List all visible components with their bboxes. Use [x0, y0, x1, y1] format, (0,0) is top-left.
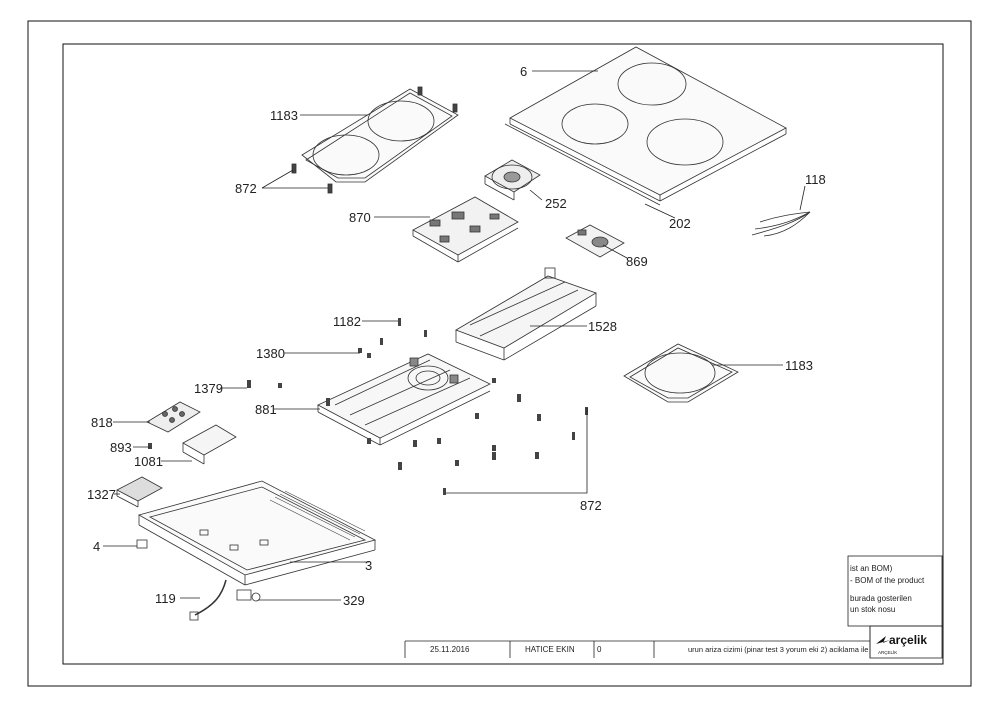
part-label: 1380: [256, 346, 285, 361]
board-bracket-part: [182, 424, 237, 465]
inner-border: [62, 43, 944, 665]
coil-carrier-part: [317, 353, 491, 446]
part-label: 118: [805, 172, 826, 187]
terminal-part: [236, 589, 252, 601]
burner-plate-single-part: [623, 343, 739, 403]
burner-plate-top-part: [301, 86, 459, 183]
title-block: [404, 625, 943, 659]
part-label: 872: [580, 498, 602, 513]
note-line: un stok nosu: [850, 605, 895, 614]
drawing-description: urun ariza cizimi (pinar test 3 yorum ek…: [688, 645, 868, 654]
screw-set: [148, 318, 588, 495]
part-label: 818: [91, 415, 113, 430]
drawing-author: HATICE EKIN: [525, 645, 575, 654]
part-label: 4: [93, 539, 100, 554]
part-label: 202: [669, 216, 691, 231]
brand-mark-icon: [876, 636, 890, 644]
part-label: 1528: [588, 319, 617, 334]
part-label: 329: [343, 593, 365, 608]
part-label: 881: [255, 402, 277, 417]
part-label: 1081: [134, 454, 163, 469]
power-cable-part: [194, 579, 227, 616]
part-label: 1327: [87, 487, 116, 502]
part-label: 119: [155, 591, 176, 606]
clip-part: [136, 539, 148, 549]
screw-part: [291, 163, 297, 174]
connector-board-part: [116, 476, 163, 508]
part-label: 1182: [333, 314, 361, 329]
note-line: burada gosterilen: [850, 594, 912, 603]
part-label: 252: [545, 196, 567, 211]
screw-part: [327, 183, 333, 194]
part-label: 870: [349, 210, 371, 225]
leader-lines: [103, 70, 806, 601]
brand-name: arçelik: [889, 633, 927, 647]
part-label: 6: [520, 64, 527, 79]
cable-plug-part: [189, 611, 199, 621]
drawing-date: 25.11.2016: [430, 645, 470, 654]
brand-logo: arçelik ARÇELİK: [876, 633, 927, 655]
control-board-part: [412, 196, 519, 263]
filter-board-part: [565, 224, 625, 258]
part-label: 3: [365, 558, 372, 573]
part-label: 1183: [270, 108, 298, 123]
base-tray-part: [137, 480, 377, 586]
part-label: 1379: [194, 381, 223, 396]
touch-board-part: [146, 401, 201, 433]
fan-part: [484, 159, 541, 201]
part-label: 1183: [785, 358, 813, 373]
outer-border: [27, 20, 972, 687]
drawing-revision: 0: [597, 645, 602, 654]
wire-bundle-part: [751, 211, 811, 237]
part-label: 893: [110, 440, 132, 455]
note-line: ist an BOM): [850, 564, 893, 573]
part-label: 869: [626, 254, 648, 269]
part-label: 872: [235, 181, 257, 196]
note-line: - BOM of the product: [850, 576, 925, 585]
brand-tagline: ARÇELİK: [878, 649, 897, 655]
support-bracket-part: [455, 267, 597, 361]
